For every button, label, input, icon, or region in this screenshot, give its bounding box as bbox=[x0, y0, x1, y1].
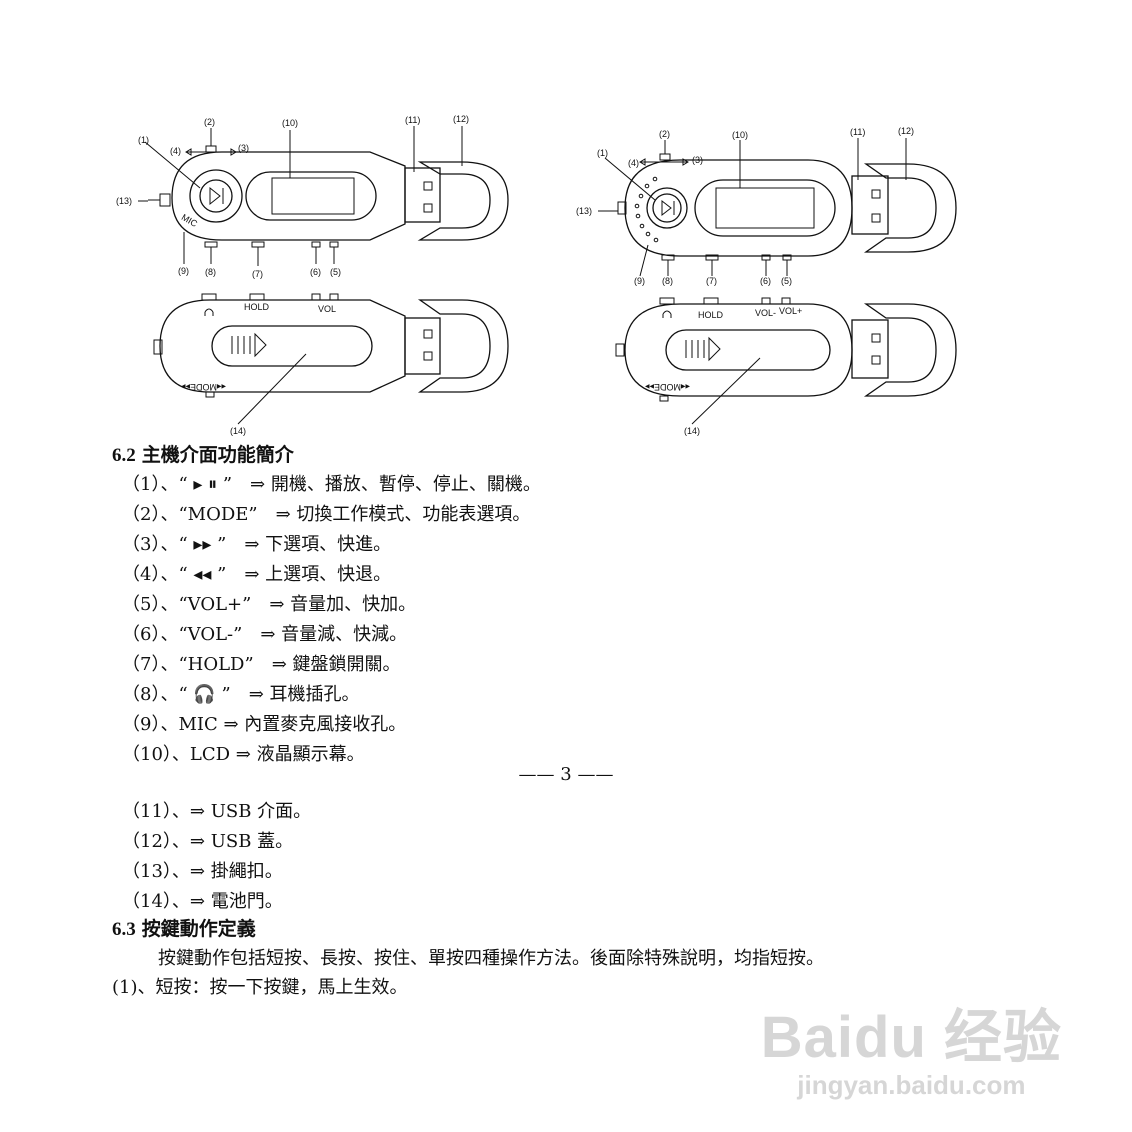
list-item: （11）、⇒ USB 介面。 bbox=[122, 801, 312, 822]
left-label-9: (9) bbox=[178, 266, 189, 276]
right-label-13: (13) bbox=[576, 206, 592, 216]
list-item: （14）、⇒ 電池門。 bbox=[122, 891, 283, 912]
section-62-title: 主機介面功能簡介 bbox=[141, 444, 294, 466]
left-label-1: (1) bbox=[138, 135, 149, 145]
left-label-11: (11) bbox=[405, 115, 420, 125]
list-item: （7）、“HOLD” ⇒ 鍵盤鎖開關。 bbox=[122, 654, 401, 675]
left-label-5: (5) bbox=[330, 267, 341, 277]
watermark-url: jingyan.baidu.com bbox=[797, 1070, 1026, 1100]
watermark-logo: Baidu 经验 bbox=[760, 1005, 1062, 1070]
right-label-7: (7) bbox=[706, 276, 717, 286]
right-label-2: (2) bbox=[659, 129, 670, 139]
list-item: （9）、MIC ⇒ 內置麥克風接收孔。 bbox=[122, 714, 407, 735]
left-vol-text: VOL bbox=[318, 304, 336, 314]
device-diagrams: MIC HOLD VOL ◂◂MODE▸▸ bbox=[116, 114, 957, 436]
section-62-number: 6.2 bbox=[112, 445, 136, 466]
list-item: （3）、“ ▸▸ ” ⇒ 下選項、快進。 bbox=[122, 534, 392, 555]
list-item: （13）、⇒ 掛繩扣。 bbox=[122, 861, 283, 882]
left-label-12: (12) bbox=[453, 114, 469, 124]
section-63-item-1: (1)、短按：按一下按鍵，馬上生效。 bbox=[112, 977, 408, 998]
list-item: （10）、LCD ⇒ 液晶顯示幕。 bbox=[122, 744, 365, 765]
right-hold-text: HOLD bbox=[698, 310, 724, 320]
section-63-paragraph: 按鍵動作包括短按、長按、按住、單按四種操作方法。後面除特殊說明，均指短按。 bbox=[158, 948, 824, 969]
right-label-11: (11) bbox=[850, 127, 865, 137]
right-label-6: (6) bbox=[760, 276, 771, 286]
right-label-8: (8) bbox=[662, 276, 673, 286]
left-label-13: (13) bbox=[116, 196, 132, 206]
right-label-1: (1) bbox=[597, 148, 608, 158]
left-label-2: (2) bbox=[204, 117, 215, 127]
list-item: （2）、“MODE” ⇒ 切換工作模式、功能表選項。 bbox=[122, 504, 531, 525]
list-item: （4）、“ ◂◂ ” ⇒ 上選項、快退。 bbox=[122, 564, 392, 585]
left-label-3: (3) bbox=[238, 143, 249, 153]
page-number: —— 3 —— bbox=[518, 764, 614, 785]
left-device-bottom-view: HOLD VOL ◂◂MODE▸▸ bbox=[153, 293, 509, 425]
section-63-number: 6.3 bbox=[112, 919, 136, 940]
right-label-14: (14) bbox=[684, 426, 700, 436]
list-item: （12）、⇒ USB 蓋。 bbox=[122, 831, 294, 852]
left-label-10: (10) bbox=[282, 118, 298, 128]
right-label-5: (5) bbox=[781, 276, 792, 286]
right-label-12: (12) bbox=[898, 126, 914, 136]
baidu-watermark: Baidu 经验 jingyan.baidu.com bbox=[761, 990, 1062, 1101]
right-label-3: (3) bbox=[692, 155, 703, 165]
left-hold-text: HOLD bbox=[244, 302, 270, 312]
left-label-6: (6) bbox=[310, 267, 321, 277]
right-device-top-view bbox=[598, 138, 957, 277]
section-63-title: 按鍵動作定義 bbox=[141, 918, 256, 940]
list-item: （6）、“VOL-” ⇒ 音量減、快減。 bbox=[122, 624, 408, 645]
left-label-8: (8) bbox=[205, 267, 216, 277]
right-vol-minus-text: VOL- bbox=[755, 308, 776, 318]
left-label-4: (4) bbox=[170, 146, 181, 156]
right-label-10: (10) bbox=[732, 130, 748, 140]
left-mic-text: MIC bbox=[180, 212, 200, 229]
right-vol-plus-text: VOL+ bbox=[779, 306, 802, 316]
right-device-bottom-view: HOLD VOL- VOL+ ◂◂MODE▸▸ bbox=[615, 297, 957, 425]
right-label-9: (9) bbox=[634, 276, 645, 286]
left-device-top-view: MIC bbox=[138, 126, 509, 266]
left-mode-text: ◂◂MODE▸▸ bbox=[180, 382, 226, 392]
list-item: （8）、“ 🎧 ” ⇒ 耳機插孔。 bbox=[122, 684, 360, 705]
right-label-4: (4) bbox=[628, 158, 639, 168]
list-item: （5）、“VOL+” ⇒ 音量加、快加。 bbox=[122, 594, 417, 615]
list-item: （1）、“ ▸ ⏸ ” ⇒ 開機、播放、暫停、停止、關機。 bbox=[122, 474, 541, 495]
right-mode-text: ◂◂MODE▸▸ bbox=[644, 382, 690, 392]
left-label-14: (14) bbox=[230, 426, 246, 436]
left-label-7: (7) bbox=[252, 269, 263, 279]
